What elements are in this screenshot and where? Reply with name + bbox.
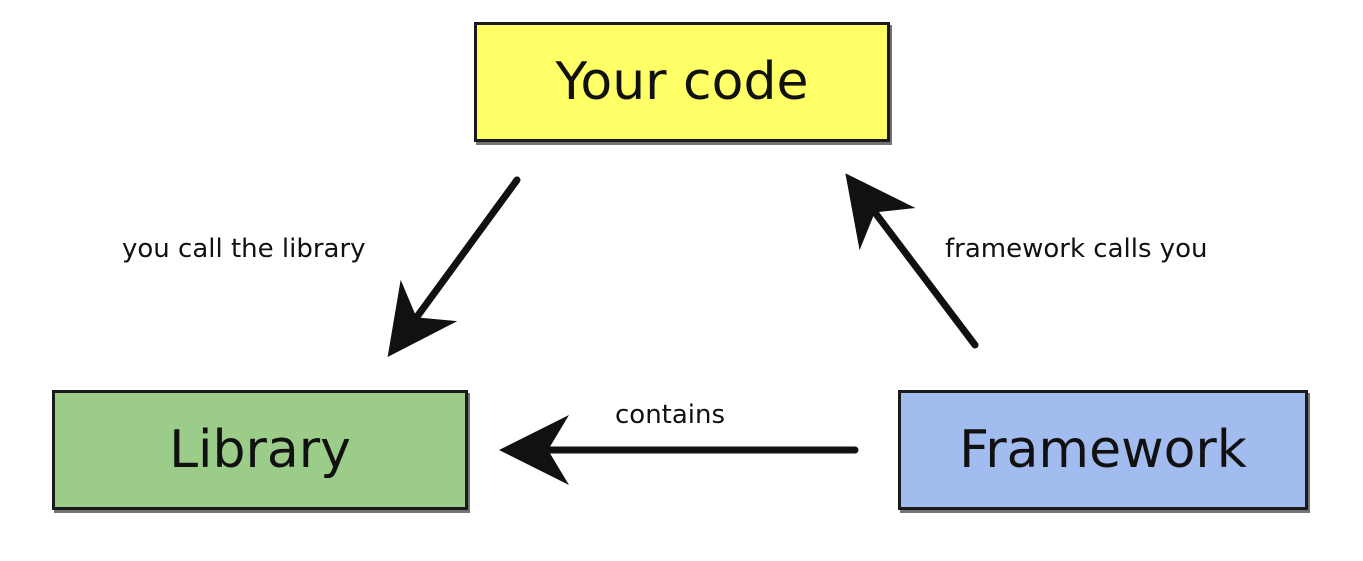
framework-node: Framework	[898, 390, 1308, 510]
arrow-framework-to-yourcode	[845, 173, 979, 349]
your-code-node: Your code	[474, 22, 890, 142]
library-label: Library	[169, 420, 351, 480]
arrow-yourcode-to-library	[387, 176, 521, 357]
edge-label-you-call-library: you call the library	[122, 234, 366, 264]
library-node: Library	[52, 390, 468, 510]
edge-label-framework-calls-you: framework calls you	[945, 234, 1208, 264]
edge-label-contains: contains	[615, 400, 726, 430]
your-code-label: Your code	[555, 52, 809, 112]
framework-label: Framework	[959, 420, 1247, 480]
